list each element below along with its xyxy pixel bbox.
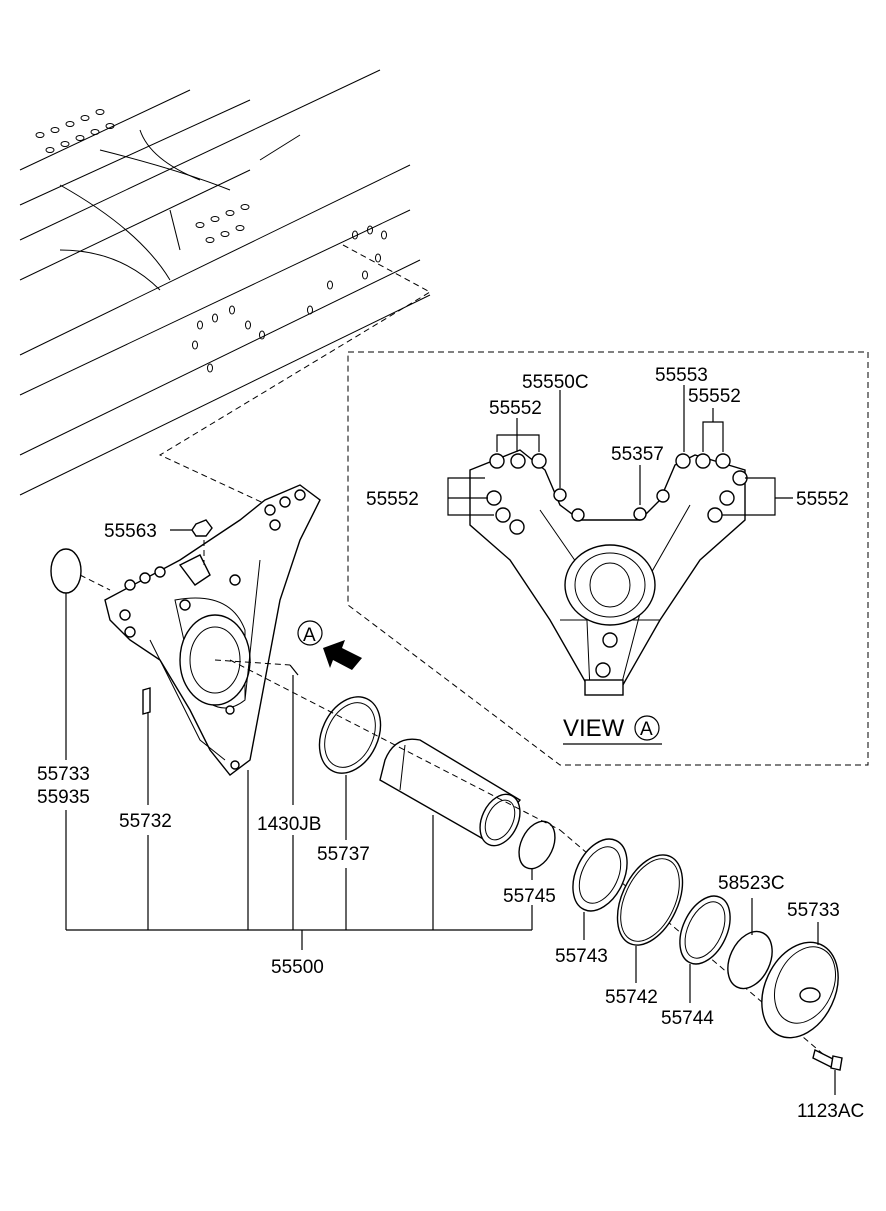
label-55553: 55553 bbox=[655, 365, 708, 386]
snapring-58523C bbox=[727, 930, 773, 990]
pin-55732 bbox=[142, 687, 151, 715]
label-1430JB: 1430JB bbox=[257, 814, 321, 835]
cap-55733-left bbox=[50, 548, 111, 594]
label-55745: 55745 bbox=[503, 886, 556, 907]
inset-bolts bbox=[486, 453, 748, 535]
view-title: VIEW bbox=[563, 715, 625, 742]
label-55500: 55500 bbox=[271, 957, 324, 978]
vehicle-frame bbox=[19, 69, 431, 496]
view-marker-letter: A bbox=[640, 719, 653, 740]
label-55935: 55935 bbox=[37, 787, 90, 808]
oring-55737 bbox=[318, 696, 382, 774]
label-55552-right: 55552 bbox=[796, 489, 849, 510]
view-marker-main bbox=[297, 620, 362, 670]
label-55357: 55357 bbox=[611, 444, 664, 465]
cover-55733 bbox=[761, 941, 839, 1039]
sleeve bbox=[379, 738, 522, 847]
main-marker-letter: A bbox=[303, 625, 316, 646]
ring-55742 bbox=[616, 854, 684, 946]
inset-leaders bbox=[447, 385, 793, 516]
ring-55743 bbox=[572, 838, 628, 912]
frame-holes bbox=[35, 109, 387, 373]
label-1123AC: 1123AC bbox=[797, 1101, 864, 1122]
label-55732: 55732 bbox=[119, 811, 172, 832]
labels: 55563 A 55733 55935 55732 1430JB 55737 5… bbox=[37, 365, 864, 1122]
pin-1430JB bbox=[214, 659, 299, 676]
view-a-title: VIEW A bbox=[563, 715, 662, 745]
label-55744: 55744 bbox=[661, 1008, 714, 1029]
ring-55744 bbox=[679, 895, 731, 965]
label-55733-left: 55733 bbox=[37, 764, 90, 785]
label-55742: 55742 bbox=[605, 987, 658, 1008]
label-55552-left: 55552 bbox=[366, 489, 419, 510]
leader-lines bbox=[65, 593, 836, 1095]
label-55733-right: 55733 bbox=[787, 900, 840, 921]
label-55737: 55737 bbox=[317, 844, 370, 865]
label-55550C: 55550C bbox=[522, 372, 589, 393]
main-bracket bbox=[104, 484, 321, 776]
bracket-bolts bbox=[119, 489, 306, 770]
label-55552-top-left: 55552 bbox=[489, 398, 542, 419]
view-a-inset: VIEW A bbox=[347, 351, 869, 766]
label-55743: 55743 bbox=[555, 946, 608, 967]
disc-55745 bbox=[518, 820, 556, 870]
bolt-1123AC bbox=[812, 1048, 843, 1071]
label-55552-top-right: 55552 bbox=[688, 386, 741, 407]
label-55563: 55563 bbox=[104, 521, 157, 542]
label-58523C: 58523C bbox=[718, 873, 785, 894]
nut-55563 bbox=[170, 519, 213, 565]
